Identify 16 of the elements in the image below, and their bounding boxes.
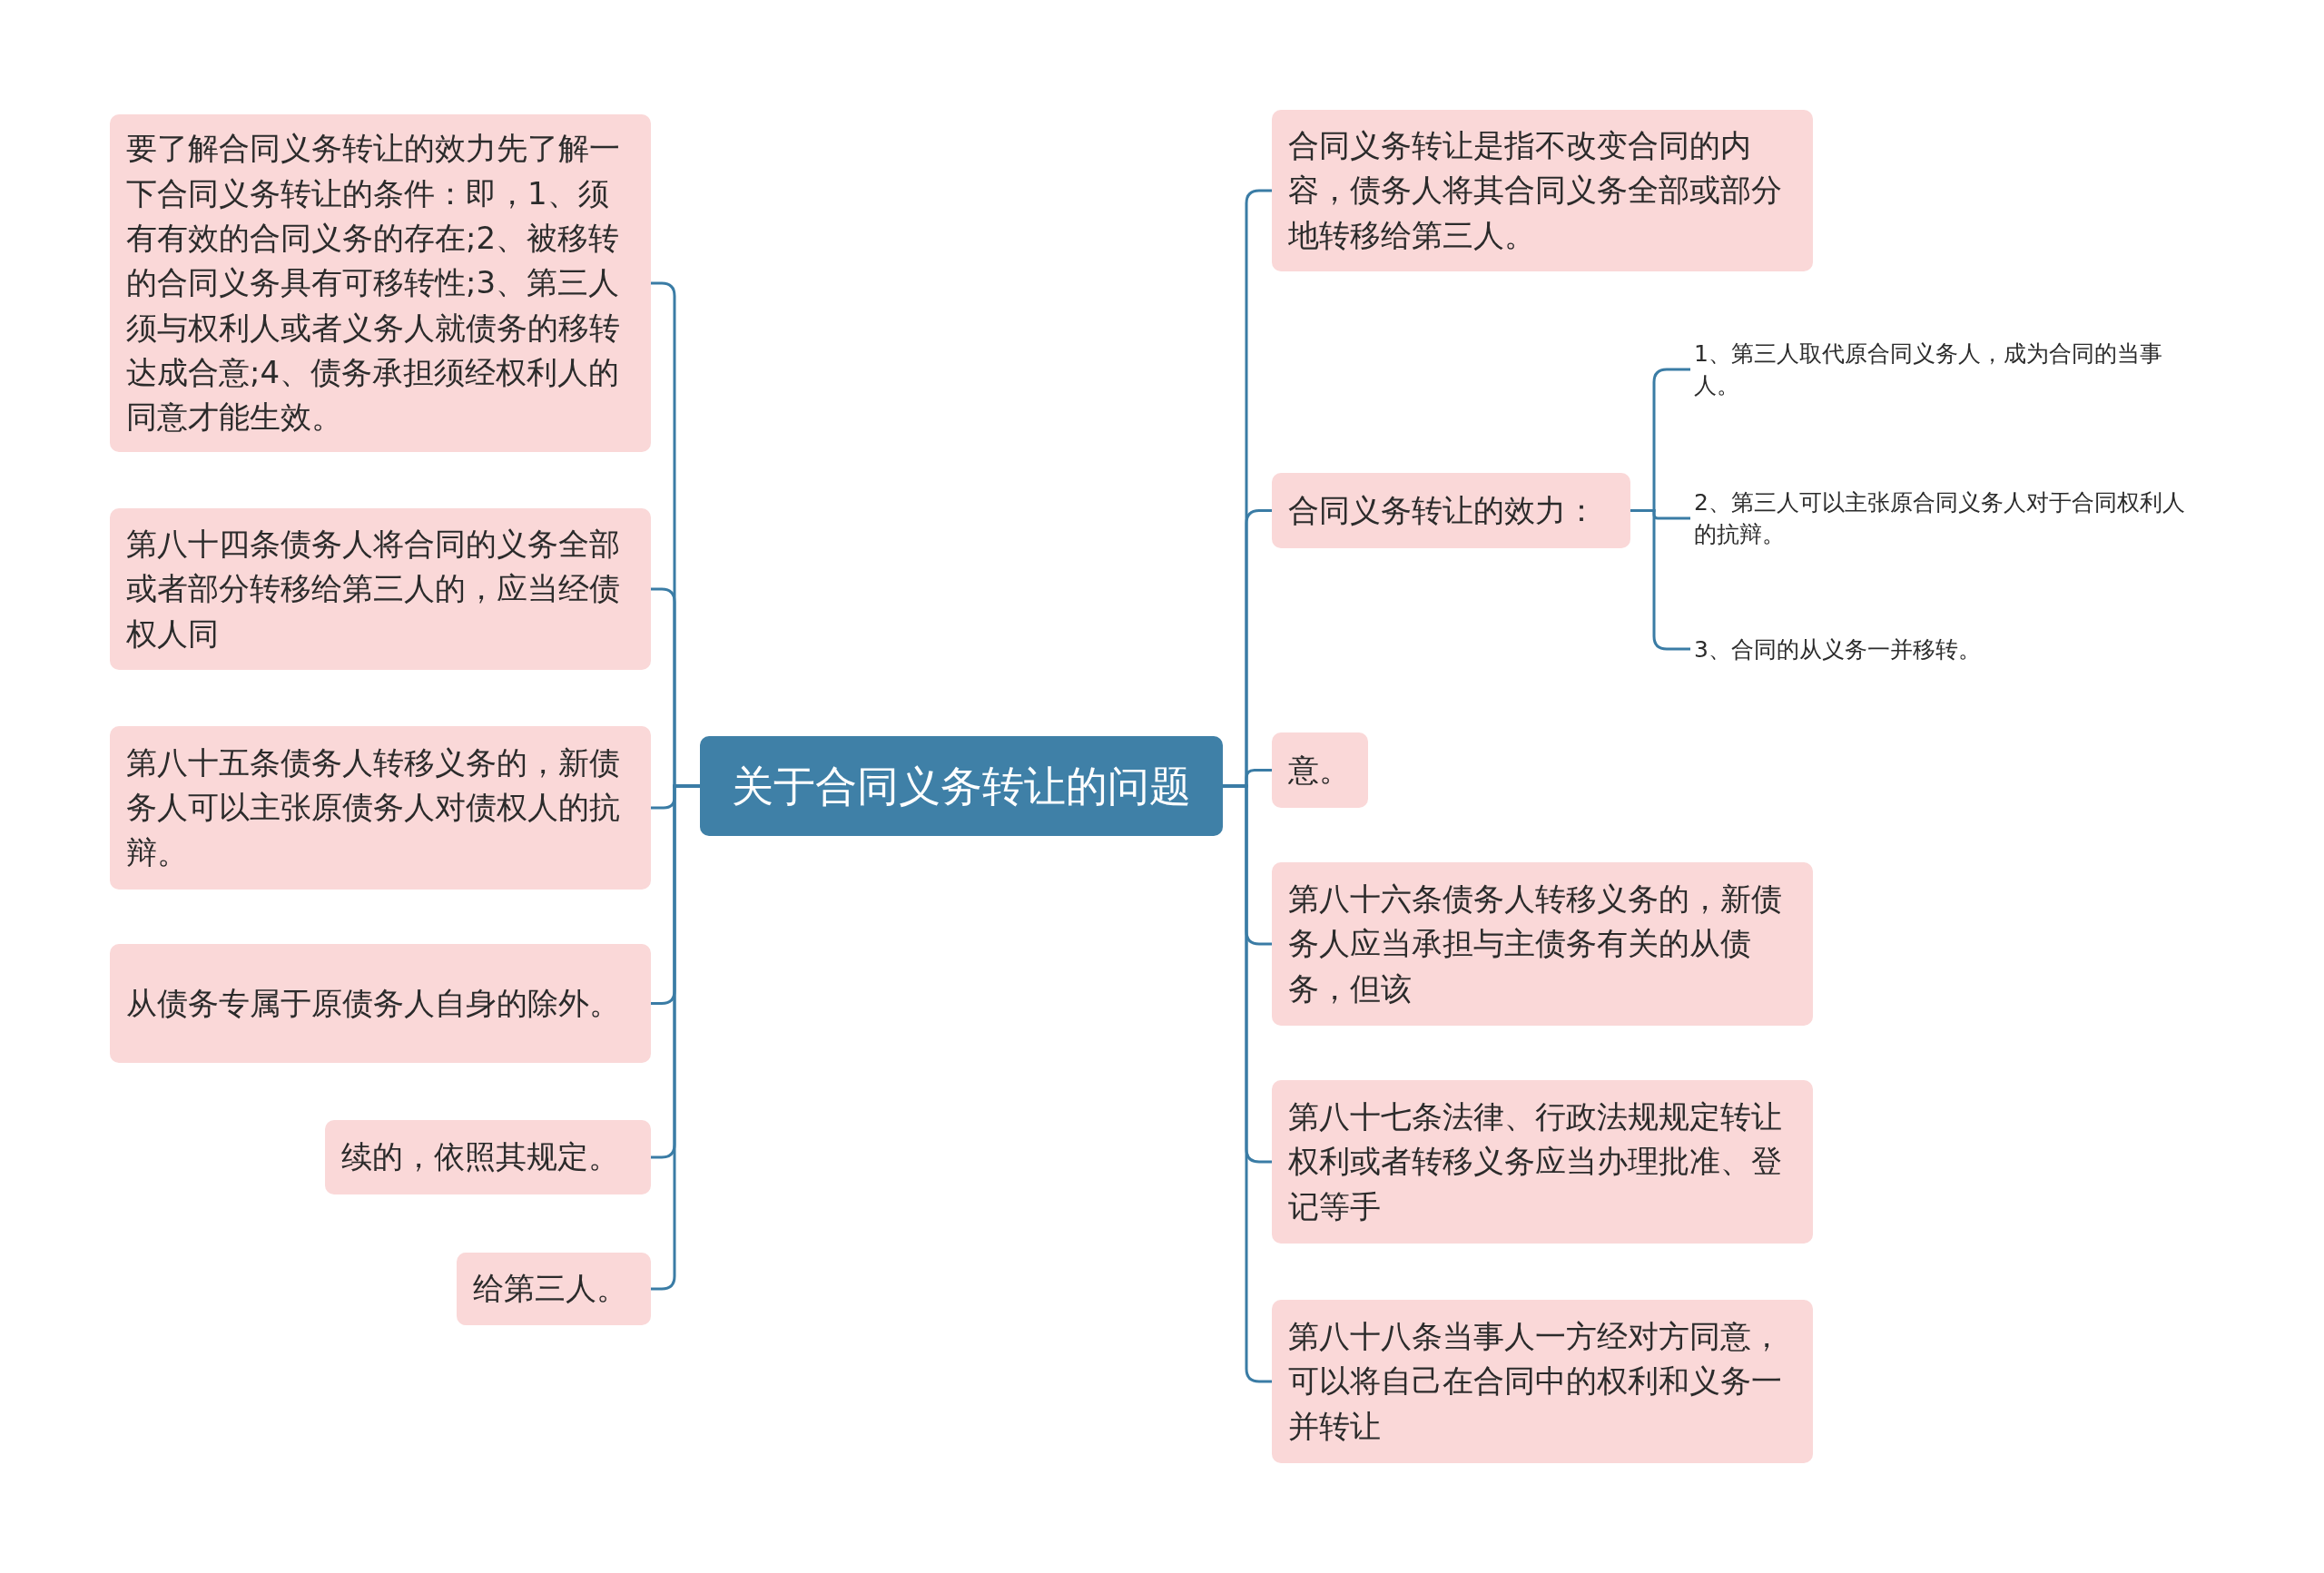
topic-box: 第八十七条法律、行政法规规定转让权利或者转移义务应当办理批准、登记等手 xyxy=(1272,1080,1813,1244)
topic-box: 给第三人。 xyxy=(457,1253,651,1325)
topic-box: 要了解合同义务转让的效力先了解一下合同义务转让的条件：即，1、须有有效的合同义务的存在;2、被移转的合同义务具有可移转性;3、第三人须与权利人或者义务人就债务的移转达成合意;4、债务承担须经权利人的同意才能生效。 xyxy=(110,114,651,452)
topic-box: 第八十四条债务人将合同的义务全部或者部分转移给第三人的，应当经债权人同 xyxy=(110,508,651,670)
topic-box: 意。 xyxy=(1272,732,1368,808)
subtopic-text: 1、第三人取代原合同义务人，成为合同的当事人。 xyxy=(1690,332,2208,407)
topic-box: 续的，依照其规定。 xyxy=(325,1120,651,1194)
central-topic-box: 关于合同义务转让的问题 xyxy=(700,736,1223,836)
topic-box: 第八十五条债务人转移义务的，新债务人可以主张原债务人对债权人的抗辩。 xyxy=(110,726,651,890)
topic-box: 第八十八条当事人一方经对方同意，可以将自己在合同中的权利和义务一并转让 xyxy=(1272,1300,1813,1463)
topic-box: 合同义务转让的效力： xyxy=(1272,473,1630,548)
topic-box: 合同义务转让是指不改变合同的内容，债务人将其合同义务全部或部分地转移给第三人。 xyxy=(1272,110,1813,271)
subtopic-text: 3、合同的从义务一并移转。 xyxy=(1690,630,2208,668)
subtopic-text: 2、第三人可以主张原合同义务人对于合同权利人的抗辩。 xyxy=(1690,481,2208,555)
topic-box: 从债务专属于原债务人自身的除外。 xyxy=(110,944,651,1063)
topic-box: 第八十六条债务人转移义务的，新债务人应当承担与主债务有关的从债务，但该 xyxy=(1272,862,1813,1026)
